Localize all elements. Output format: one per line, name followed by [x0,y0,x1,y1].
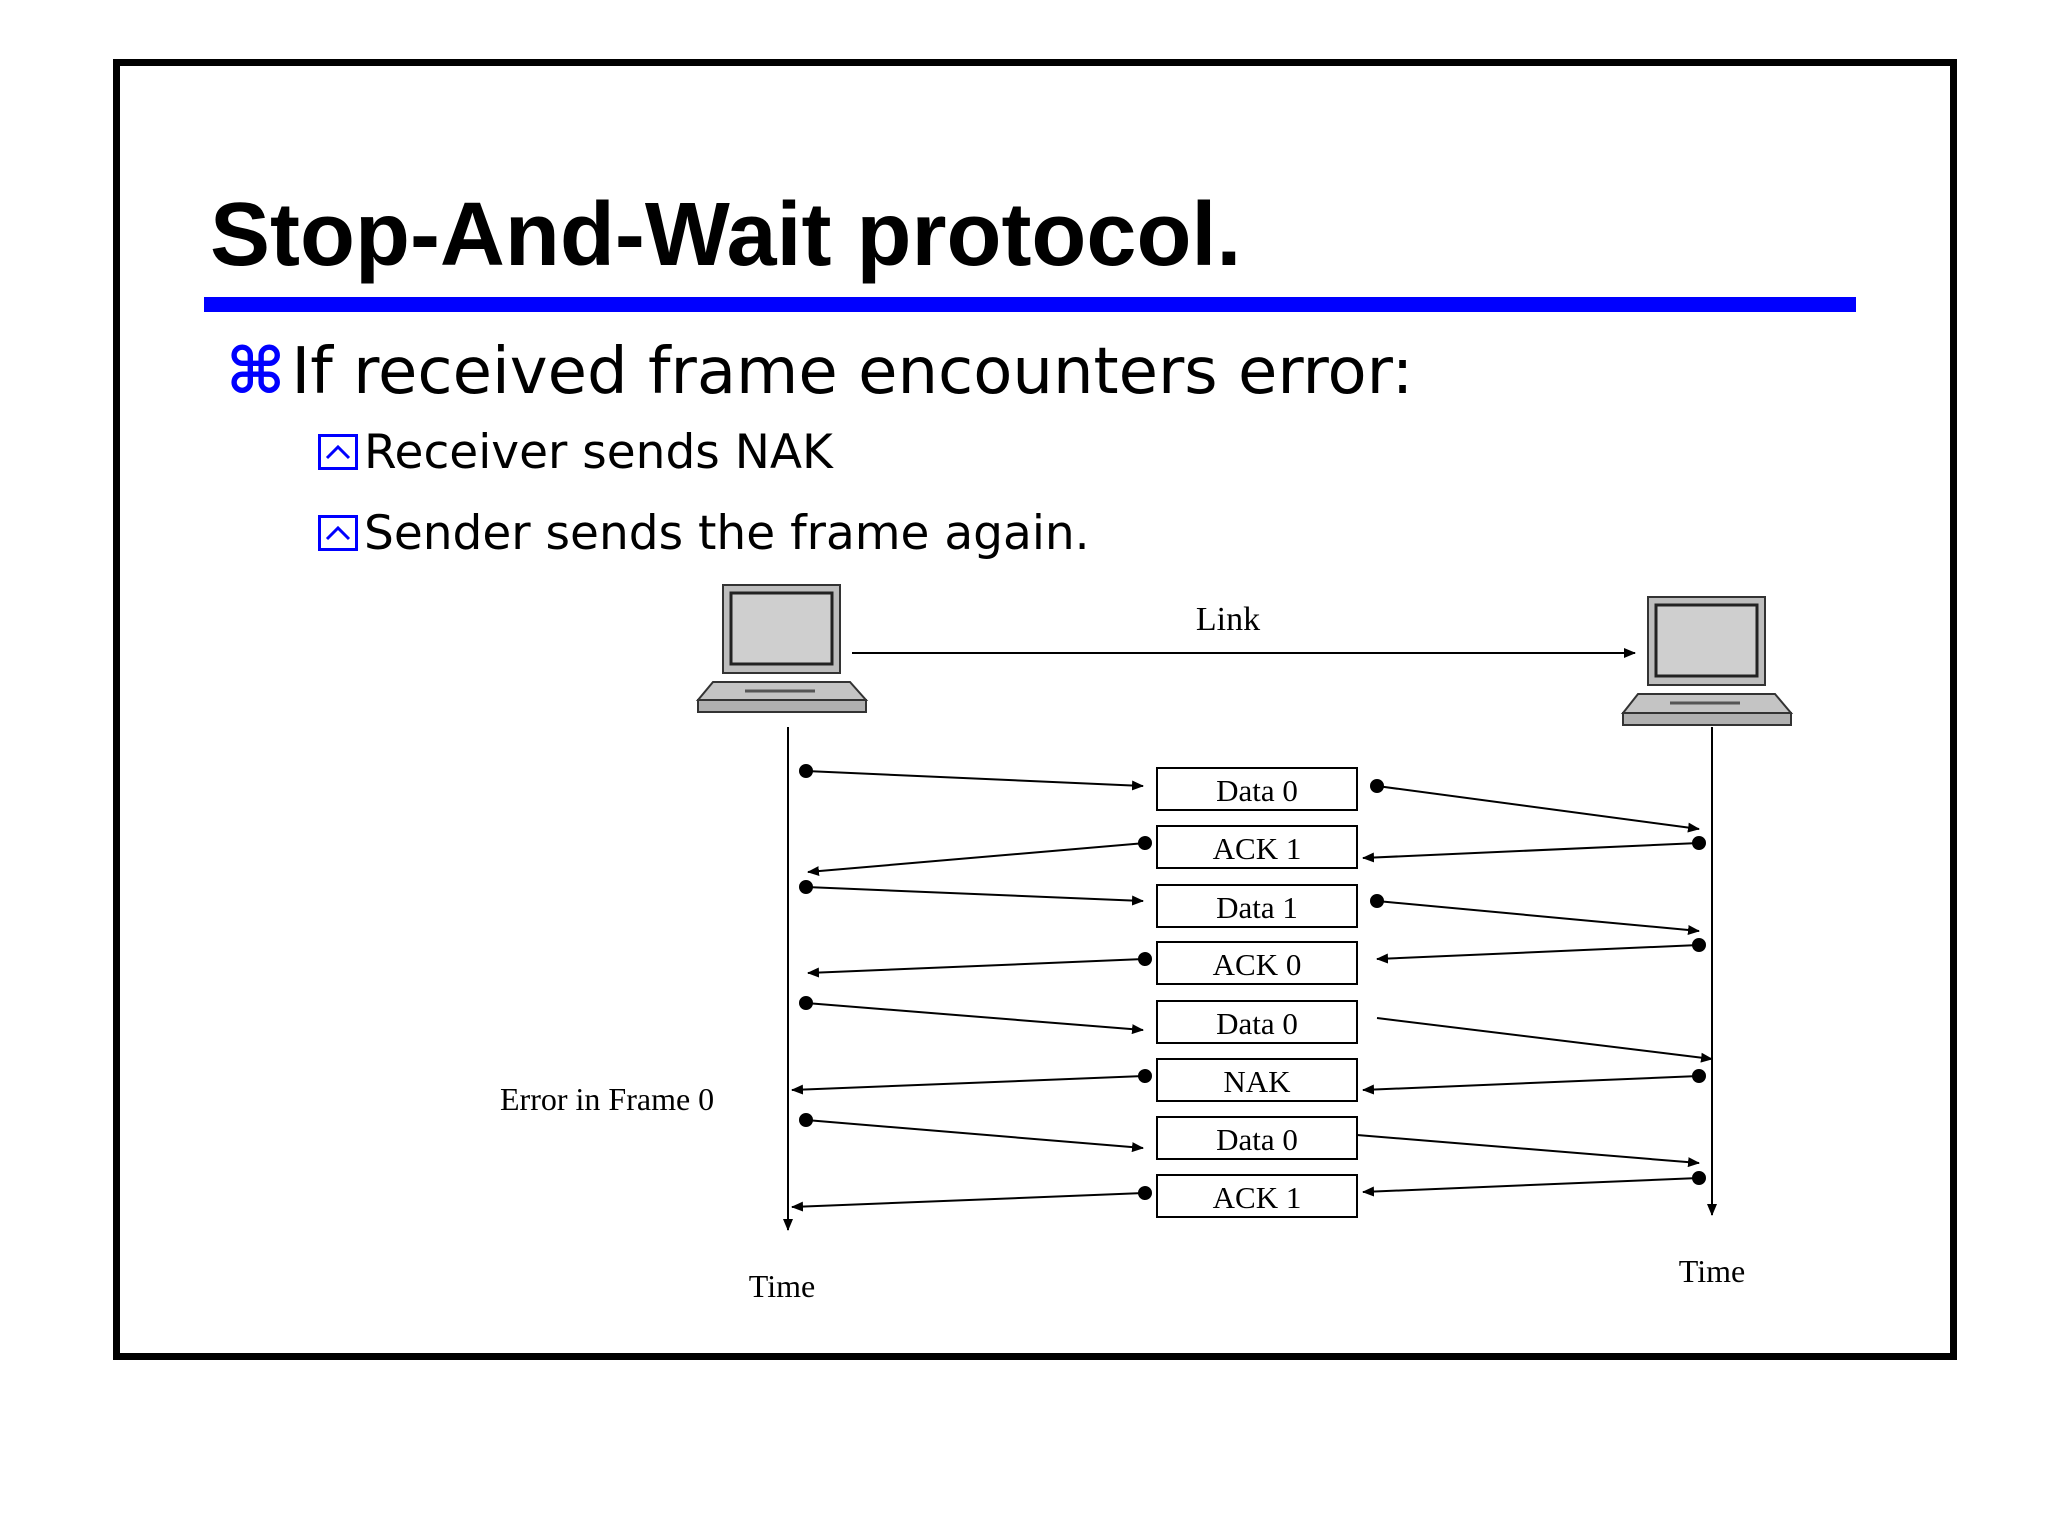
frame-label: ACK 1 [1213,1180,1302,1215]
frame-label: NAK [1223,1064,1291,1099]
frame-box [1156,1174,1358,1218]
main-bullet-text: If received frame encounters error: [291,335,1414,409]
error-label: Error in Frame 0 [500,1081,714,1117]
frame-boxes: Data 0 ACK 1 Data 1 ACK 0 Data 0 NAK Dat… [1156,767,1358,1218]
message-arrows [791,764,1713,1212]
frame-box [1156,884,1358,928]
sub-bullet-2-text: Sender sends the frame again. [364,506,1090,561]
receiver-laptop-icon [1620,596,1794,726]
slide-title: Stop-And-Wait protocol. [210,185,1242,285]
sub-bullet-1-text: Receiver sends NAK [364,425,833,480]
frame-label: ACK 1 [1213,831,1302,866]
frame-label: Data 0 [1216,773,1298,808]
sender-laptop-icon [695,584,869,713]
title-underline [204,297,1856,312]
main-bullet: ⌘If received frame encounters error: [226,335,1413,409]
frame-box [1156,1000,1358,1044]
sub-bullet-1: Receiver sends NAK [318,425,833,480]
sub-bullet-2: Sender sends the frame again. [318,506,1090,561]
sender-time-label: Time [749,1268,815,1304]
sub-bullet-icon [318,515,358,551]
frame-box [1156,941,1358,985]
frame-label: Data 1 [1216,890,1298,925]
receiver-time-label: Time [1679,1253,1745,1289]
frame-box [1156,1058,1358,1102]
command-icon: ⌘ [226,335,286,409]
frame-box [1156,1116,1358,1160]
frame-box [1156,825,1358,869]
frame-label: ACK 0 [1213,947,1302,982]
frame-box [1156,767,1358,811]
sub-bullet-icon [318,434,358,470]
link-label: Link [1196,601,1260,638]
frame-label: Data 0 [1216,1006,1298,1041]
frame-label: Data 0 [1216,1122,1298,1157]
